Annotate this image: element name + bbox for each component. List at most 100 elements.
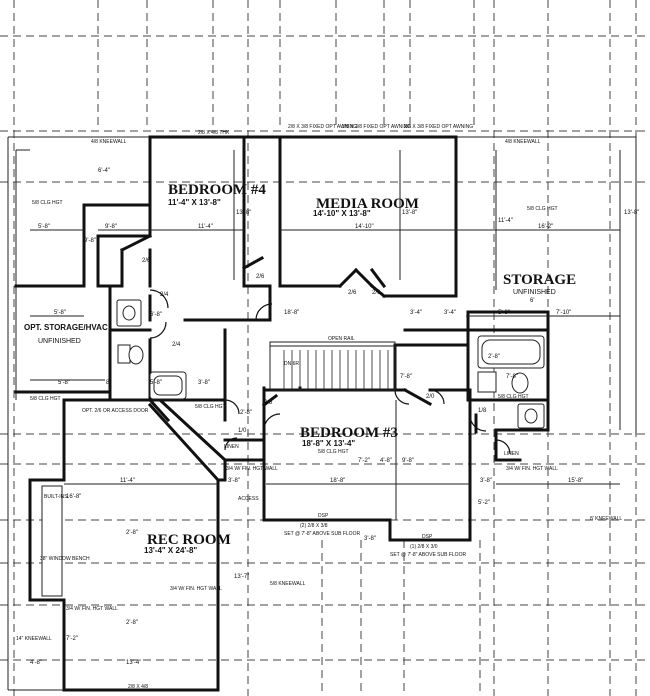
dsp2-set-label: SET @ 7'-8" ABOVE SUB FLOOR bbox=[390, 552, 466, 558]
kneewall-top2-label: 4/8 KNEEWALL bbox=[505, 139, 541, 145]
clg-label-3: 5/8 CLG HGT bbox=[30, 396, 61, 402]
clg-label-1: 5/8 CLG HGT bbox=[32, 200, 63, 206]
dim-label: 13'-8" bbox=[624, 210, 639, 216]
window1-label: 2/8 X 3/8 FIXED OPT AWNING bbox=[288, 124, 357, 130]
dim-label: 6'-4" bbox=[98, 168, 110, 174]
dim-label: 4'-8" bbox=[380, 458, 392, 464]
door-size-label: 2/4 bbox=[160, 292, 169, 298]
linen-label-2: LINEN bbox=[504, 451, 519, 457]
dsp1-set-label: SET @ 7'-8" ABOVE SUB FLOOR bbox=[284, 531, 360, 537]
thk-label: 2/8 X 4/8 THK bbox=[198, 130, 230, 136]
door-size-label: 2/8 bbox=[264, 400, 273, 406]
dsp-label-1: DSP bbox=[318, 513, 329, 519]
stair-direction-label: DN 6R bbox=[284, 361, 299, 367]
height-wall-label-3: 3/4 W/ FIN. HGT WALL bbox=[170, 586, 222, 592]
dim-label: 3'-8" bbox=[228, 478, 240, 484]
dim-label: 5'-8" bbox=[38, 224, 50, 230]
dim-label: 3'-8" bbox=[364, 536, 376, 542]
dimension-lines bbox=[30, 150, 620, 520]
clg-label-2: 5/8 CLG HGT bbox=[527, 206, 558, 212]
door-size-label: 1/0 bbox=[238, 428, 247, 434]
dim-label: 6' bbox=[530, 298, 534, 304]
clg-label-5: 5/8 CLG HGT bbox=[498, 394, 529, 400]
dim-label: 18'-8" bbox=[284, 310, 299, 316]
open-rail-label: OPEN RAIL bbox=[328, 336, 355, 342]
dim-label: 3'-4" bbox=[444, 310, 456, 316]
dim-label: 7'-8" bbox=[400, 374, 412, 380]
dim-label: 7'-8" bbox=[506, 374, 518, 380]
window3-label: 2/8 X 3/8 FIXED OPT AWNING bbox=[404, 124, 473, 130]
media-size: 14'-10" X 13'-8" bbox=[313, 209, 371, 218]
staircase bbox=[269, 341, 396, 391]
dim-label: 11'-4" bbox=[498, 218, 513, 224]
dim-label: 11'-4" bbox=[120, 478, 135, 484]
dim-label: 7'-2" bbox=[358, 458, 370, 464]
dim-label: 14'-10" bbox=[355, 224, 374, 230]
dim-label: 13'-8" bbox=[236, 210, 251, 216]
bedroom3-note: 5/8 CLG HGT bbox=[318, 449, 349, 455]
door-swings bbox=[149, 289, 511, 455]
dsp2-window-label: (1) 2/8 X 3/0 bbox=[410, 544, 438, 550]
height-wall-label-1: 3/4 W/ FIN. HGT WALL bbox=[226, 466, 278, 472]
bedroom3-name: BEDROOM #3 bbox=[300, 425, 398, 441]
dim-label: 6'-8" bbox=[150, 312, 162, 318]
dimension-labels: 5'-8" 9'-8" 11'-4" 14'-10" 13'-8" 13'-8"… bbox=[30, 168, 639, 666]
dim-label: 16'-2" bbox=[538, 224, 553, 230]
dim-label: 7'-10" bbox=[556, 310, 571, 316]
bedroom4-size: 11'-4" X 13'-8" bbox=[168, 198, 221, 207]
bottom-window-label: 2/8 X 4/8 bbox=[128, 684, 148, 690]
dim-label: 9'-8" bbox=[84, 238, 96, 244]
dim-label: 7'-2" bbox=[66, 636, 78, 642]
clg-label-4: 5/8 CLG HGT bbox=[195, 404, 226, 410]
storage-note: UNFINISHED bbox=[513, 289, 556, 296]
dim-label: 5'-8" bbox=[150, 380, 162, 386]
diagonal-walls bbox=[119, 233, 433, 483]
height-wall-label-2: 3/4 W/ FIN. HGT WALL bbox=[506, 466, 558, 472]
dim-label: 11'-4" bbox=[198, 224, 213, 230]
rec-size: 13'-4" X 24'-8" bbox=[144, 546, 197, 555]
bedroom3-size: 18'-8" X 13'-4" bbox=[302, 439, 355, 448]
dim-label: 2'-8" bbox=[126, 530, 138, 536]
opt-storage-note: UNFINISHED bbox=[38, 338, 81, 345]
bedroom4-name: BEDROOM #4 bbox=[168, 182, 266, 198]
room-labels: BEDROOM #4 11'-4" X 13'-8" MEDIA ROOM 14… bbox=[24, 182, 576, 555]
dim-label: 3'-8" bbox=[198, 380, 210, 386]
dim-label: 4'-8" bbox=[30, 660, 42, 666]
door-size-label: 2/6 bbox=[372, 290, 381, 296]
dim-label: 2'-8" bbox=[488, 354, 500, 360]
door-size-label: 2/4 bbox=[172, 342, 181, 348]
access-door-label: OPT. 2/6 OR ACCESS DOOR bbox=[82, 408, 149, 414]
rec-name: REC ROOM bbox=[147, 532, 231, 548]
dim-label: 5'-8" bbox=[58, 380, 70, 386]
built-ins-label: BUILT-INS bbox=[44, 494, 68, 500]
dim-label: 13'-8" bbox=[402, 210, 417, 216]
dim-label: 13'-4" bbox=[126, 660, 141, 666]
dim-label: 5'-8" bbox=[498, 310, 510, 316]
dsp-label-2: DSP bbox=[422, 534, 433, 540]
height-wall-label-4: 3/4 W/ FIN. HGT WALL bbox=[66, 606, 118, 612]
kneewall-right-label: 8' KNEEWALL bbox=[590, 516, 622, 522]
window2-label: 3/8 X 3/8 FIXED OPT AWNING bbox=[342, 124, 411, 130]
dim-label: 13'-7" bbox=[234, 574, 249, 580]
door-size-label: 2/6 bbox=[348, 290, 357, 296]
kneewall-mid-label: 5/8 KNEEWALL bbox=[270, 581, 306, 587]
linen-label-1: LINEN bbox=[224, 444, 239, 450]
dim-label: 15'-8" bbox=[568, 478, 583, 484]
bath-fixtures bbox=[41, 299, 545, 597]
dim-label: 8' bbox=[106, 380, 110, 386]
dim-label: 2'-8" bbox=[126, 620, 138, 626]
dim-label: 5'-8" bbox=[54, 310, 66, 316]
media-name: MEDIA ROOM bbox=[316, 196, 419, 212]
dim-label: 9'-8" bbox=[402, 458, 414, 464]
door-size-label: 2/6 bbox=[256, 274, 265, 280]
access-label: ACCESS bbox=[238, 496, 259, 502]
door-size-label: 2/6 bbox=[142, 258, 151, 264]
opt-storage-name: OPT. STORAGE/HVAC bbox=[24, 323, 108, 332]
dim-label: 5'-2" bbox=[478, 500, 490, 506]
kneewall-top-label: 4/8 KNEEWALL bbox=[91, 139, 127, 145]
annotation-labels: OPEN RAIL DN 6R LINEN LINEN OPT. 2/6 OR … bbox=[16, 124, 622, 690]
storage-name: STORAGE bbox=[503, 272, 576, 288]
dim-label: 18'-8" bbox=[330, 478, 345, 484]
dim-label: 16'-8" bbox=[66, 494, 81, 500]
